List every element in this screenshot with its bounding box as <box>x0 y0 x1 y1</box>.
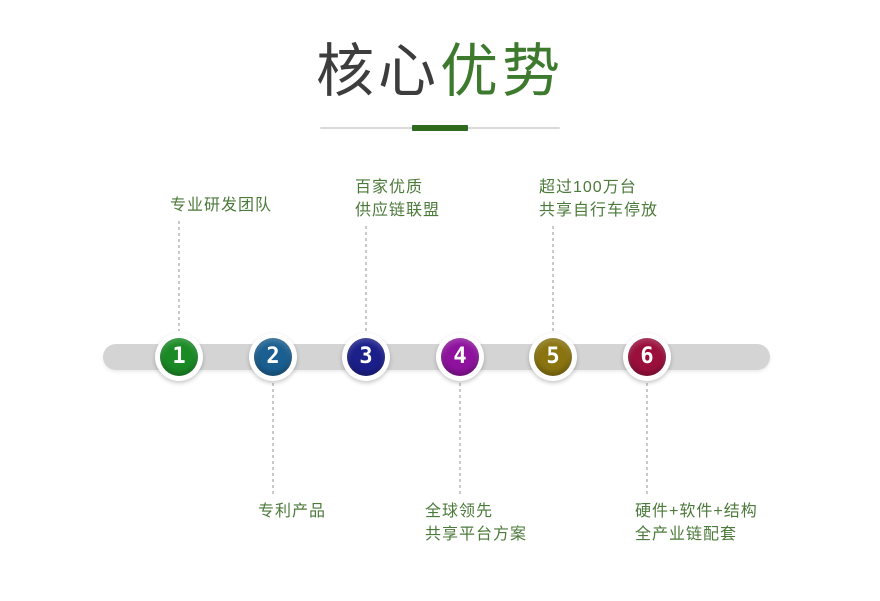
page-title-dark: 核心 <box>315 39 440 104</box>
page-title: 核心优势 <box>0 40 880 104</box>
caption-line: 专业研发团队 <box>170 197 273 214</box>
node-disc-3: 3 <box>347 338 385 376</box>
node-caption-3: 百家优质供应链联盟 <box>355 176 440 222</box>
caption-line: 共享平台方案 <box>425 526 528 543</box>
caption-line: 专利产品 <box>258 503 327 520</box>
node-number-label: 5 <box>546 344 560 369</box>
timeline-node-6[interactable]: 6 <box>623 333 671 381</box>
caption-line: 共享自行车停放 <box>539 202 659 219</box>
node-caption-6: 硬件+软件+结构全产业链配套 <box>635 500 758 546</box>
timeline-node-3[interactable]: 3 <box>342 333 390 381</box>
connector-line-4 <box>459 383 461 494</box>
caption-line: 全球领先 <box>425 503 494 520</box>
connector-line-6 <box>646 383 648 494</box>
page-title-green: 优势 <box>440 39 565 104</box>
connector-line-2 <box>272 383 274 494</box>
timeline-node-4[interactable]: 4 <box>436 333 484 381</box>
caption-line: 超过100万台 <box>539 179 637 196</box>
connector-line-1 <box>178 221 180 331</box>
node-disc-2: 2 <box>254 338 292 376</box>
title-divider <box>320 125 560 131</box>
node-caption-5: 超过100万台共享自行车停放 <box>539 176 658 222</box>
timeline-node-1[interactable]: 1 <box>155 333 203 381</box>
node-disc-1: 1 <box>160 338 198 376</box>
node-disc-5: 5 <box>534 338 572 376</box>
node-caption-2: 专利产品 <box>258 500 326 523</box>
node-number-label: 2 <box>266 344 280 369</box>
node-caption-4: 全球领先共享平台方案 <box>425 500 527 546</box>
connector-line-5 <box>552 226 554 331</box>
node-number-label: 6 <box>640 344 654 369</box>
timeline-node-2[interactable]: 2 <box>249 333 297 381</box>
timeline-node-5[interactable]: 5 <box>529 333 577 381</box>
node-disc-6: 6 <box>628 338 666 376</box>
caption-line: 百家优质 <box>355 179 424 196</box>
connector-line-3 <box>365 226 367 331</box>
node-number-label: 3 <box>359 344 373 369</box>
node-number-label: 1 <box>172 344 186 369</box>
caption-line: 供应链联盟 <box>355 202 441 219</box>
divider-accent <box>412 125 468 131</box>
node-caption-1: 专业研发团队 <box>170 194 272 217</box>
caption-line: 全产业链配套 <box>635 526 738 543</box>
node-disc-4: 4 <box>441 338 479 376</box>
caption-line: 硬件+软件+结构 <box>635 503 758 520</box>
node-number-label: 4 <box>453 344 467 369</box>
